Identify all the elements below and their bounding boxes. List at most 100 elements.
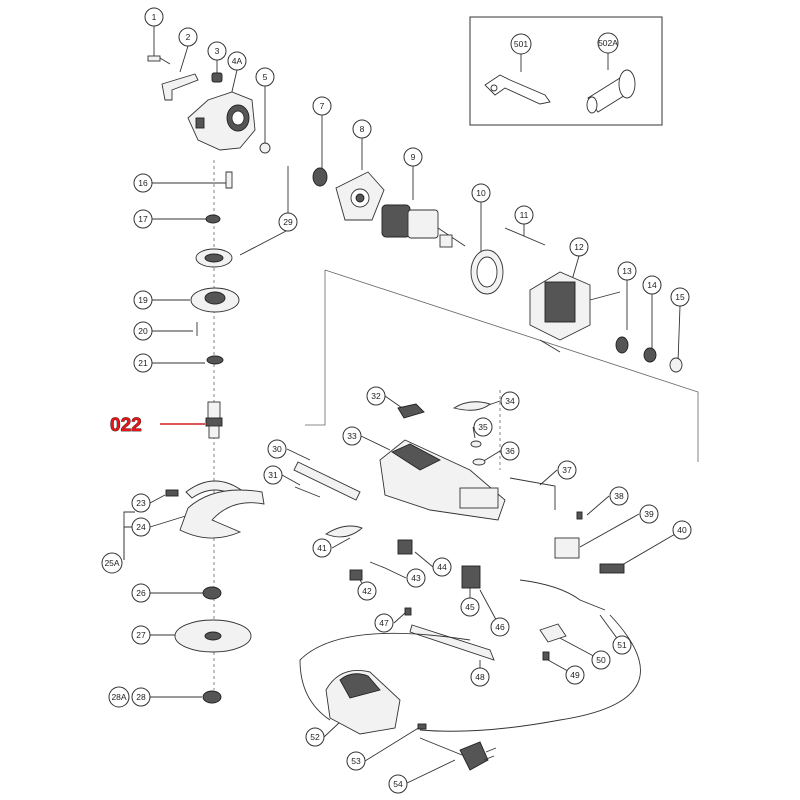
callout-44[interactable]: 44 [432, 557, 452, 577]
callout-12[interactable]: 12 [569, 237, 589, 257]
callout-16[interactable]: 16 [133, 173, 153, 193]
callout-501[interactable]: 501 [510, 33, 532, 55]
callout-label: 50 [596, 655, 606, 665]
part-bearing-13 [615, 336, 629, 354]
callout-14[interactable]: 14 [642, 275, 662, 295]
callout-label: 23 [136, 498, 146, 508]
callout-2[interactable]: 2 [178, 27, 198, 47]
part-housing [379, 439, 506, 521]
callout-5[interactable]: 5 [255, 67, 275, 87]
callout-23[interactable]: 23 [131, 493, 151, 513]
callout-label: 10 [476, 188, 486, 198]
callout-32[interactable]: 32 [366, 386, 386, 406]
callout-circle [305, 727, 325, 747]
callout-30[interactable]: 30 [267, 439, 287, 459]
callout-label: 38 [614, 491, 624, 501]
callout-13[interactable]: 13 [617, 261, 637, 281]
callout-502a[interactable]: 502A [597, 32, 619, 54]
callout-15[interactable]: 15 [670, 287, 690, 307]
callout-circle [144, 7, 164, 27]
callout-42[interactable]: 42 [357, 581, 377, 601]
callout-26[interactable]: 26 [131, 583, 151, 603]
callout-28[interactable]: 28 [131, 687, 151, 707]
callout-label: 33 [347, 431, 357, 441]
callout-35[interactable]: 35 [473, 417, 493, 437]
callout-1[interactable]: 1 [144, 7, 164, 27]
callout-7[interactable]: 7 [312, 96, 332, 116]
part-packing-plate [335, 171, 385, 221]
callout-11[interactable]: 11 [514, 205, 534, 225]
callout-25a[interactable]: 25A [101, 552, 123, 574]
callout-label: 43 [411, 573, 421, 583]
callout-circle [352, 119, 372, 139]
callout-49[interactable]: 49 [565, 665, 585, 685]
callout-8[interactable]: 8 [352, 119, 372, 139]
callout-41[interactable]: 41 [312, 538, 332, 558]
highlighted-part-number[interactable]: 022 [110, 415, 205, 436]
callout-29[interactable]: 29 [278, 212, 298, 232]
callout-31[interactable]: 31 [263, 465, 283, 485]
callout-19[interactable]: 19 [133, 290, 153, 310]
callout-label: 48 [475, 672, 485, 682]
part-cord-outer [419, 614, 641, 732]
callout-33[interactable]: 33 [342, 426, 362, 446]
callout-4a[interactable]: 4A [227, 51, 247, 71]
callout-label: 502A [598, 38, 618, 48]
callout-51[interactable]: 51 [612, 635, 632, 655]
callout-34[interactable]: 34 [500, 391, 520, 411]
callout-label: 8 [360, 124, 365, 134]
callout-46[interactable]: 46 [490, 617, 510, 637]
part-cord-guard-48 [409, 624, 495, 661]
callout-circle [609, 486, 629, 506]
callout-circle [133, 209, 153, 229]
callout-45[interactable]: 45 [460, 597, 480, 617]
callout-label: 27 [136, 630, 146, 640]
callout-21[interactable]: 21 [133, 353, 153, 373]
callout-20[interactable]: 20 [133, 321, 153, 341]
callout-circle [101, 552, 123, 574]
callout-circle [346, 751, 366, 771]
parts [147, 55, 683, 771]
callout-9[interactable]: 9 [403, 147, 423, 167]
callout-label: 34 [505, 396, 515, 406]
callout-label: 4A [232, 56, 243, 66]
callout-36[interactable]: 36 [500, 441, 520, 461]
part-screw-53 [417, 723, 427, 730]
callout-circle [263, 465, 283, 485]
callout-circle [642, 275, 662, 295]
callout-40[interactable]: 40 [672, 520, 692, 540]
callout-39[interactable]: 39 [639, 504, 659, 524]
callout-50[interactable]: 50 [591, 650, 611, 670]
callout-3[interactable]: 3 [207, 41, 227, 61]
callout-10[interactable]: 10 [471, 183, 491, 203]
part-ring-36 [472, 458, 486, 466]
callout-circle [312, 538, 332, 558]
callout-52[interactable]: 52 [305, 727, 325, 747]
callout-24[interactable]: 24 [131, 517, 151, 537]
callout-37[interactable]: 37 [557, 460, 577, 480]
callout-circle [131, 493, 151, 513]
part-name-plate-34 [452, 401, 491, 411]
callout-label: 5 [263, 72, 268, 82]
callout-27[interactable]: 27 [131, 625, 151, 645]
callout-43[interactable]: 43 [406, 568, 426, 588]
callout-circle [131, 625, 151, 645]
callout-54[interactable]: 54 [388, 774, 408, 794]
callout-circle [403, 147, 423, 167]
part-spring-31 [294, 486, 321, 498]
callout-17[interactable]: 17 [133, 209, 153, 229]
callout-47[interactable]: 47 [374, 613, 394, 633]
part-switch [461, 565, 481, 589]
callout-circle [565, 665, 585, 685]
callout-circle [597, 32, 619, 54]
callout-48[interactable]: 48 [470, 667, 490, 687]
part-stator [529, 271, 621, 353]
callout-label: 49 [570, 670, 580, 680]
callout-38[interactable]: 38 [609, 486, 629, 506]
callout-28a[interactable]: 28A [108, 686, 130, 708]
part-grinding-wheel [174, 619, 252, 653]
part-tail-cover [325, 670, 401, 735]
callout-label: 54 [393, 779, 403, 789]
callout-label: 12 [574, 242, 584, 252]
callout-53[interactable]: 53 [346, 751, 366, 771]
